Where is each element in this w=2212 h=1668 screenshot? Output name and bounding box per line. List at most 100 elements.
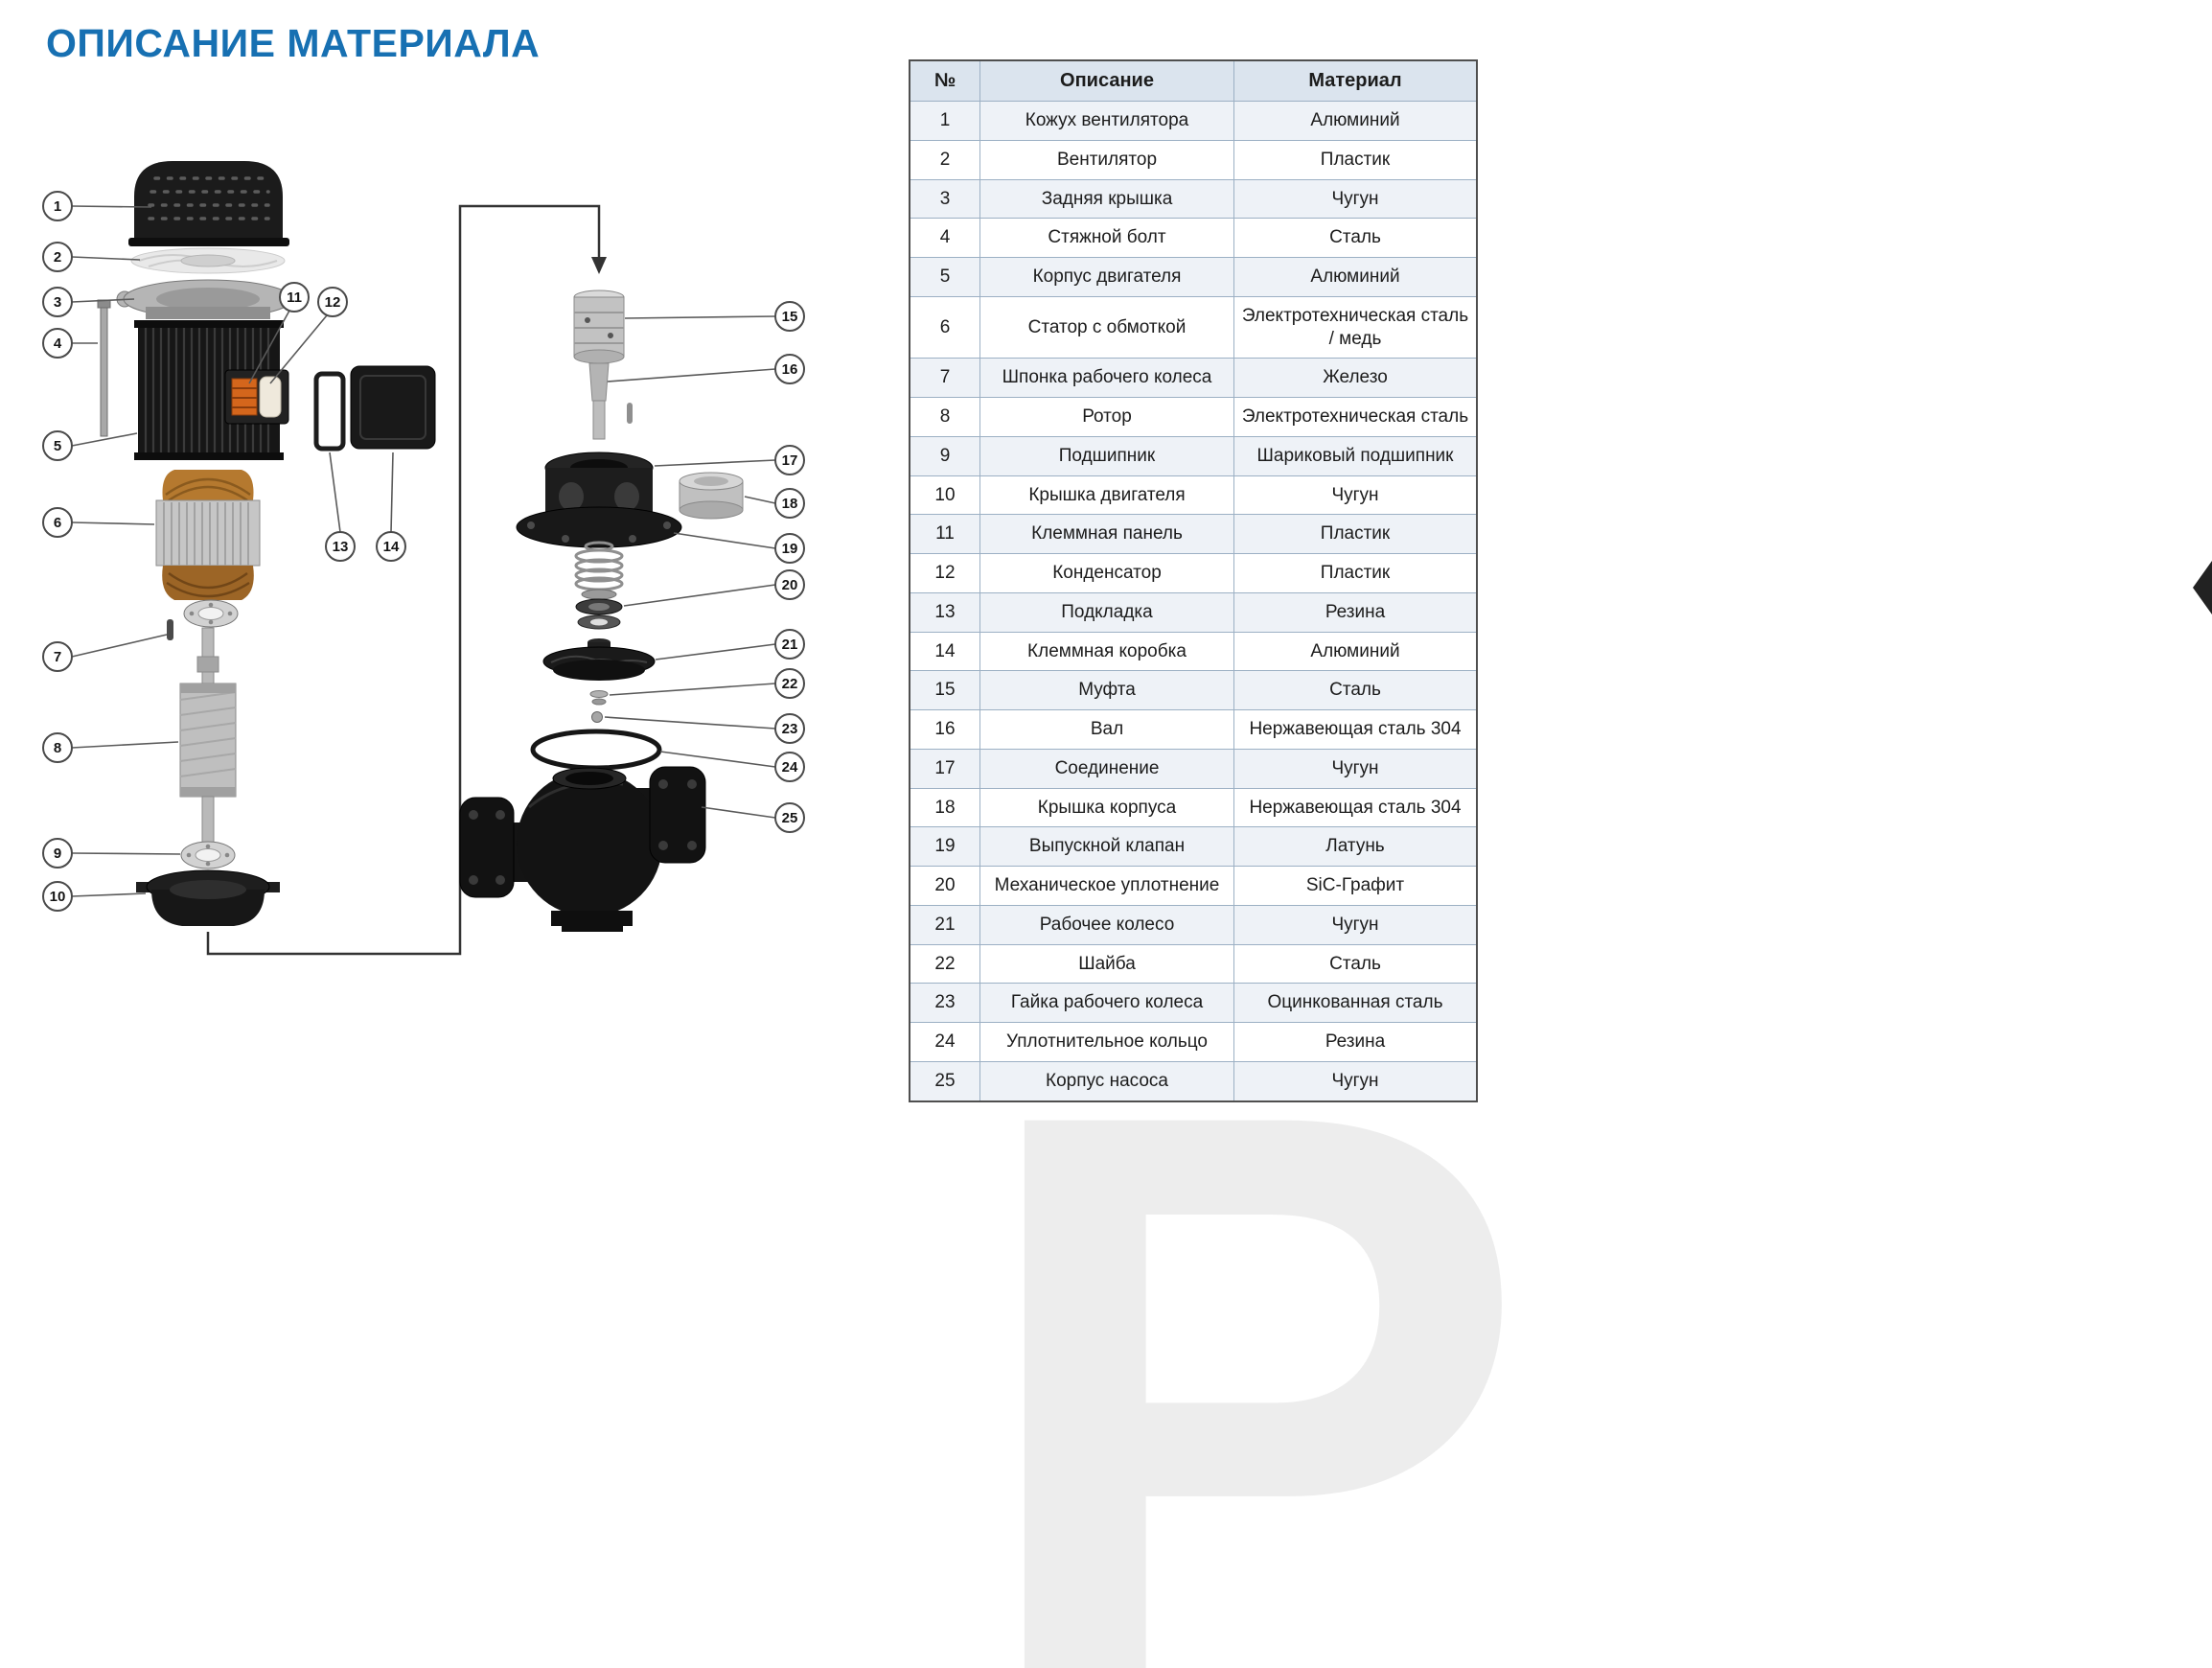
material-cell: Электротехническая сталь xyxy=(1233,397,1478,437)
callout-8: 8 xyxy=(42,732,179,763)
description-cell: Рабочее колесо xyxy=(979,904,1234,945)
material-cell: Алюминий xyxy=(1233,257,1478,297)
description-cell: Муфта xyxy=(979,670,1234,710)
row-number-cell: 9 xyxy=(909,435,980,476)
row-number-cell: 7 xyxy=(909,358,980,398)
callout-21: 21 xyxy=(655,629,805,660)
row-number-cell: 16 xyxy=(909,709,980,750)
callout-number: 5 xyxy=(54,438,61,454)
callout-number: 13 xyxy=(333,539,349,555)
row-number-cell: 19 xyxy=(909,826,980,867)
callout-25: 25 xyxy=(701,802,805,833)
callout-11: 11 xyxy=(248,282,310,384)
callout-3: 3 xyxy=(42,287,135,317)
material-cell: Сталь xyxy=(1233,218,1478,258)
row-number-cell: 17 xyxy=(909,748,980,789)
callout-number: 20 xyxy=(782,577,798,593)
material-cell: Латунь xyxy=(1233,826,1478,867)
row-number-cell: 24 xyxy=(909,1022,980,1062)
pump-casing xyxy=(459,766,706,932)
exploded-view-diagram: 1 2 3 4 5 6 7 8 xyxy=(42,161,805,956)
description-cell: Крышка двигателя xyxy=(979,475,1234,516)
material-cell: Резина xyxy=(1233,1022,1478,1062)
callout-17: 17 xyxy=(654,445,805,475)
col-header-material: Материал xyxy=(1233,59,1478,102)
capacitor xyxy=(259,376,282,418)
description-cell: Ротор xyxy=(979,397,1234,437)
callout-19: 19 xyxy=(673,532,805,564)
washer xyxy=(589,690,609,706)
description-cell: Вентилятор xyxy=(979,139,1234,180)
description-cell: Выпускной клапан xyxy=(979,826,1234,867)
description-cell: Стяжной болт xyxy=(979,218,1234,258)
callout-number: 8 xyxy=(54,740,61,756)
callout-number: 9 xyxy=(54,846,61,862)
description-cell: Гайка рабочего колеса xyxy=(979,983,1234,1023)
callout-10: 10 xyxy=(42,881,147,912)
callout-20: 20 xyxy=(623,569,805,607)
terminal-panel xyxy=(231,378,258,416)
material-cell: Чугун xyxy=(1233,1060,1478,1102)
col-header-num: № xyxy=(909,59,980,102)
material-cell: Алюминий xyxy=(1233,101,1478,141)
callout-number: 16 xyxy=(782,361,798,378)
row-number-cell: 12 xyxy=(909,553,980,593)
material-cell: SiC-Графит xyxy=(1233,866,1478,906)
material-cell: Пластик xyxy=(1233,514,1478,554)
impeller-nut xyxy=(591,711,603,723)
description-cell: Корпус насоса xyxy=(979,1060,1234,1102)
description-cell: Кожух вентилятора xyxy=(979,101,1234,141)
outlet-valve-spring xyxy=(574,541,624,591)
material-cell: Нержавеющая сталь 304 xyxy=(1233,787,1478,828)
row-number-cell: 21 xyxy=(909,904,980,945)
callout-7: 7 xyxy=(42,634,168,672)
row-number-cell: 1 xyxy=(909,101,980,141)
row-number-cell: 18 xyxy=(909,787,980,828)
callout-number: 2 xyxy=(54,249,61,266)
table-header-row: № Описание Материал xyxy=(909,59,1478,102)
casing-cover xyxy=(679,472,744,520)
page-title: ОПИСАНИЕ МАТЕРИАЛА xyxy=(46,21,541,65)
callout-number: 12 xyxy=(325,294,341,311)
callout-number: 18 xyxy=(782,496,798,512)
callout-1: 1 xyxy=(42,191,152,221)
material-cell: Шариковый подшипник xyxy=(1233,435,1478,476)
stator xyxy=(155,470,261,600)
material-cell: Оцинкованная сталь xyxy=(1233,983,1478,1023)
callout-number: 24 xyxy=(782,759,798,776)
material-cell: Сталь xyxy=(1233,670,1478,710)
description-cell: Вал xyxy=(979,709,1234,750)
callout-number: 6 xyxy=(54,515,61,531)
material-cell: Нержавеющая сталь 304 xyxy=(1233,709,1478,750)
row-number-cell: 8 xyxy=(909,397,980,437)
callout-number: 22 xyxy=(782,676,798,692)
callout-number: 25 xyxy=(782,810,798,826)
callout-number: 11 xyxy=(287,290,302,306)
material-cell: Сталь xyxy=(1233,943,1478,985)
pump-shaft xyxy=(588,362,633,440)
description-cell: Шпонка рабочего колеса xyxy=(979,358,1234,398)
row-number-cell: 4 xyxy=(909,218,980,258)
material-cell: Резина xyxy=(1233,591,1478,633)
callout-number: 4 xyxy=(54,336,62,352)
tie-bolt xyxy=(97,299,111,437)
description-cell: Статор с обмоткой xyxy=(979,295,1234,359)
callout-2: 2 xyxy=(42,242,141,272)
callout-22: 22 xyxy=(609,668,805,699)
row-number-cell: 13 xyxy=(909,591,980,633)
motor-cover xyxy=(136,869,280,926)
description-cell: Механическое уплотнение xyxy=(979,866,1234,906)
row-number-cell: 20 xyxy=(909,866,980,906)
